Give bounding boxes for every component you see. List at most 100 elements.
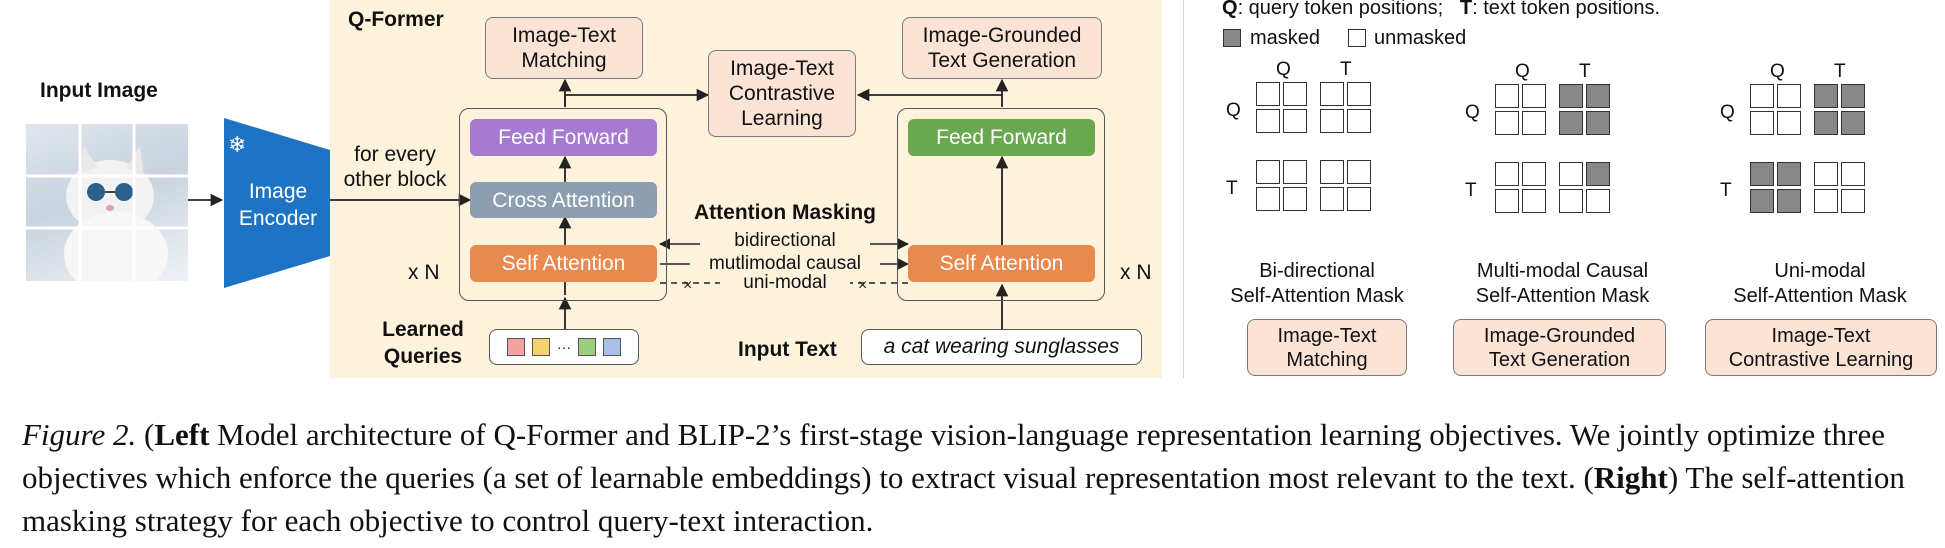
mask-axis-q-col: Q <box>1276 59 1291 80</box>
unmasked-cell <box>1522 111 1546 135</box>
masked-cell <box>1559 111 1583 135</box>
query-token <box>603 338 621 356</box>
query-cross-attention: Cross Attention <box>470 182 657 218</box>
query-token <box>532 338 550 356</box>
text-repeat-label: x N <box>1120 261 1152 284</box>
unmasked-cell <box>1347 187 1371 211</box>
mask-axis-t-row: T <box>1465 180 1477 201</box>
legend-masked-swatch <box>1223 29 1241 47</box>
mask-axis-q-col: Q <box>1515 61 1530 82</box>
mask-grid-unimodal: Q T Q T <box>1720 61 1900 248</box>
mask-grid-multimodal-causal: Q T Q T <box>1465 61 1645 248</box>
masked-cell <box>1750 162 1774 186</box>
input-image <box>26 124 188 281</box>
query-self-attention: Self Attention <box>470 245 657 282</box>
unmasked-cell <box>1814 189 1838 213</box>
unmasked-cell <box>1495 84 1519 108</box>
masked-cell <box>1777 162 1801 186</box>
unmasked-cell <box>1283 109 1307 133</box>
unmasked-cell <box>1559 162 1583 186</box>
legend-token-positions: Q: query token positions; T: text token … <box>1222 0 1661 19</box>
input-text-box: a cat wearing sunglasses <box>861 329 1142 365</box>
unmasked-cell <box>1777 84 1801 108</box>
caption-right-word: Right <box>1593 460 1668 495</box>
mask-axis-q-row: Q <box>1465 102 1480 123</box>
masked-cell <box>1750 189 1774 213</box>
learned-queries-box: ··· <box>489 329 639 365</box>
unmasked-cell <box>1283 82 1307 106</box>
attention-masking-title: Attention Masking <box>694 201 876 224</box>
query-ellipsis: ··· <box>557 339 571 355</box>
masked-cell <box>1777 189 1801 213</box>
unmasked-cell <box>1495 189 1519 213</box>
unmasked-cell <box>1495 162 1519 186</box>
masked-cell <box>1586 84 1610 108</box>
learned-queries-label: Learned Queries <box>382 318 464 368</box>
unmasked-cell <box>1256 82 1280 106</box>
unmasked-cell <box>1256 160 1280 184</box>
query-repeat-label: x N <box>408 261 440 284</box>
unmasked-cell <box>1347 109 1371 133</box>
query-token <box>578 338 596 356</box>
unmasked-cell <box>1320 82 1344 106</box>
image-encoder-shape <box>224 118 330 288</box>
unmasked-cell <box>1320 160 1344 184</box>
legend-unmasked-label: unmasked <box>1374 27 1467 49</box>
unmasked-cell <box>1522 84 1546 108</box>
caption-left-word: Left <box>154 417 210 452</box>
text-transformer-frame <box>897 108 1105 301</box>
masked-cell <box>1841 111 1865 135</box>
input-text-label: Input Text <box>738 338 837 361</box>
figure-caption: Figure 2. (Left Model architecture of Q-… <box>22 417 1905 538</box>
mask-axis-t-col: T <box>1834 61 1846 82</box>
cat-with-sunglasses-image <box>26 124 188 281</box>
mask-axis-q-row: Q <box>1720 102 1735 123</box>
masked-cell <box>1586 111 1610 135</box>
query-token <box>507 338 525 356</box>
for-every-other-block-label: for every other block <box>343 143 447 191</box>
unmasked-cell <box>1586 189 1610 213</box>
unimodal-label: uni-modal <box>720 271 850 295</box>
bidirectional-label: bidirectional <box>700 229 870 253</box>
svg-text:×: × <box>858 277 867 294</box>
input-image-label: Input Image <box>40 79 158 102</box>
query-feed-forward: Feed Forward <box>470 119 657 156</box>
masked-cell <box>1814 111 1838 135</box>
unmasked-cell <box>1347 82 1371 106</box>
mask-axis-t-col: T <box>1579 61 1591 82</box>
unmasked-cell <box>1320 109 1344 133</box>
svg-text:×: × <box>683 277 692 294</box>
mask-axis-q-col: Q <box>1770 61 1785 82</box>
unmasked-cell <box>1283 160 1307 184</box>
masked-cell <box>1841 84 1865 108</box>
mask-axis-t-row: T <box>1720 180 1732 201</box>
text-feed-forward: Feed Forward <box>908 119 1095 156</box>
masked-cell <box>1586 162 1610 186</box>
panel-divider <box>1183 0 1184 378</box>
image-encoder-label: Image Encoder <box>238 180 318 230</box>
unmasked-cell <box>1814 162 1838 186</box>
unmasked-cell <box>1841 189 1865 213</box>
unmasked-cell <box>1522 162 1546 186</box>
unmasked-cell <box>1777 111 1801 135</box>
text-self-attention: Self Attention <box>908 245 1095 282</box>
unmasked-cell <box>1256 109 1280 133</box>
masked-cell <box>1814 84 1838 108</box>
unmasked-cell <box>1256 187 1280 211</box>
unmasked-cell <box>1283 187 1307 211</box>
unmasked-cell <box>1750 84 1774 108</box>
masked-cell <box>1559 84 1583 108</box>
mask-axis-t-col: T <box>1340 59 1352 80</box>
unmasked-cell <box>1841 162 1865 186</box>
unmasked-cell <box>1559 189 1583 213</box>
figure-number: Figure 2. <box>22 417 137 452</box>
frozen-snowflake-icon: ❄ <box>228 133 246 158</box>
unmasked-cell <box>1522 189 1546 213</box>
